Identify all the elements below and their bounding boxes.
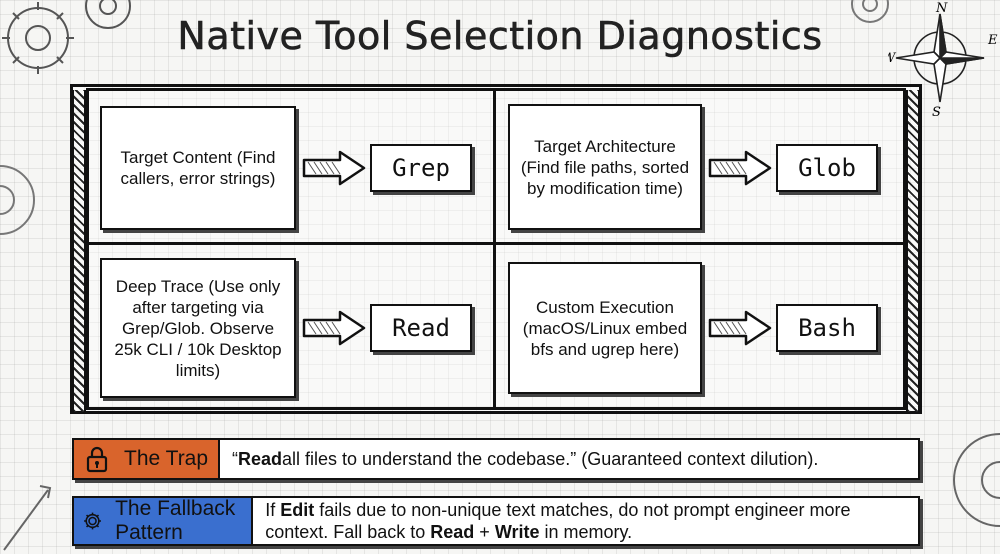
left-rail xyxy=(72,90,86,412)
lock-icon xyxy=(86,446,108,473)
compass-s: S xyxy=(932,105,941,120)
trap-text-rest: all files to understand the codebase.” (… xyxy=(282,449,819,469)
tool-grep: Grep xyxy=(370,144,472,192)
arrow-right-icon xyxy=(302,150,366,186)
cell-target-architecture: Target Architecture (Find file paths, so… xyxy=(508,104,702,230)
tool-read: Read xyxy=(370,304,472,352)
cell-custom-execution: Custom Execution (macOS/Linux embed bfs … xyxy=(508,262,702,394)
trap-text: “Read all files to understand the codeba… xyxy=(220,440,818,478)
trap-banner: The Trap “Read all files to understand t… xyxy=(72,438,920,480)
grid-divider-vertical xyxy=(493,90,496,410)
tool-bash: Bash xyxy=(776,304,878,352)
fallback-bold-write: Write xyxy=(494,522,540,542)
gear-icon xyxy=(84,512,101,530)
fallback-bold-read: Read xyxy=(430,522,475,542)
fallback-t2: fails due to non-unique text matches, do… xyxy=(265,500,851,542)
cell-target-content: Target Content (Find callers, error stri… xyxy=(100,106,296,230)
cell-deep-trace: Deep Trace (Use only after targeting via… xyxy=(100,258,296,398)
compass-e: E xyxy=(987,33,998,48)
arrow-right-icon xyxy=(708,150,772,186)
trap-bold-read: Read xyxy=(238,449,283,469)
fallback-bold-edit: Edit xyxy=(280,500,315,520)
trap-label-text: The Trap xyxy=(124,447,209,470)
right-rail xyxy=(906,90,920,412)
fallback-text: If Edit fails due to non-unique text mat… xyxy=(253,498,918,544)
arrow-right-icon xyxy=(302,310,366,346)
compass-w: W xyxy=(888,51,897,66)
tool-glob: Glob xyxy=(776,144,878,192)
fallback-t3: + xyxy=(474,522,495,542)
gear-decoration-top-right xyxy=(851,0,889,23)
gear-decoration-top-left xyxy=(2,0,131,74)
compass-n: N xyxy=(935,1,948,16)
arrow-right-icon xyxy=(708,310,772,346)
page-title: Native Tool Selection Diagnostics xyxy=(177,14,823,59)
trap-quote: “ xyxy=(232,449,238,469)
quadrant-grid xyxy=(86,88,906,410)
fallback-label-text: The Fallback Pattern xyxy=(115,497,236,544)
arrow-sketch-bottom-left xyxy=(3,485,52,551)
fallback-label: The Fallback Pattern xyxy=(74,497,254,544)
fallback-banner: The Fallback Pattern If Edit fails due t… xyxy=(72,496,920,546)
grid-divider-horizontal xyxy=(88,242,906,245)
fallback-t1: If xyxy=(265,500,281,520)
fallback-t4: in memory. xyxy=(539,522,633,542)
compass-rose-icon: N S W E xyxy=(888,1,998,120)
gear-decoration-bottom-right xyxy=(953,433,1000,527)
gear-decoration-left xyxy=(0,165,35,235)
trap-label: The Trap xyxy=(74,440,220,478)
